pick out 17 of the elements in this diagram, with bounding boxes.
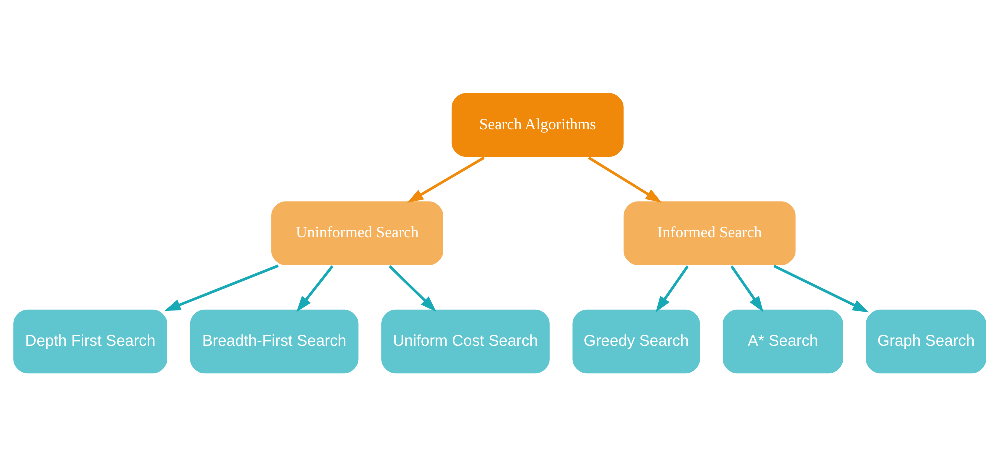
node-box: Search Algorithms — [450, 92, 626, 158]
arrow — [296, 266, 334, 312]
node-box: A* Search — [722, 308, 844, 375]
arrow — [389, 266, 437, 312]
arrow — [407, 156, 485, 203]
node-box: Breadth-First Search — [189, 308, 360, 375]
arrow — [588, 156, 662, 203]
node-box: Uninformed Search — [270, 200, 445, 267]
node-box: Greedy Search — [572, 308, 702, 375]
arrow — [730, 266, 764, 312]
arrow — [656, 266, 689, 312]
node-box: Depth First Search — [12, 308, 169, 375]
arrow — [164, 264, 279, 312]
node-box: Informed Search — [622, 200, 797, 267]
arrow — [774, 264, 870, 313]
node-box: Uniform Cost Search — [380, 308, 552, 375]
node-box: Graph Search — [864, 308, 988, 375]
